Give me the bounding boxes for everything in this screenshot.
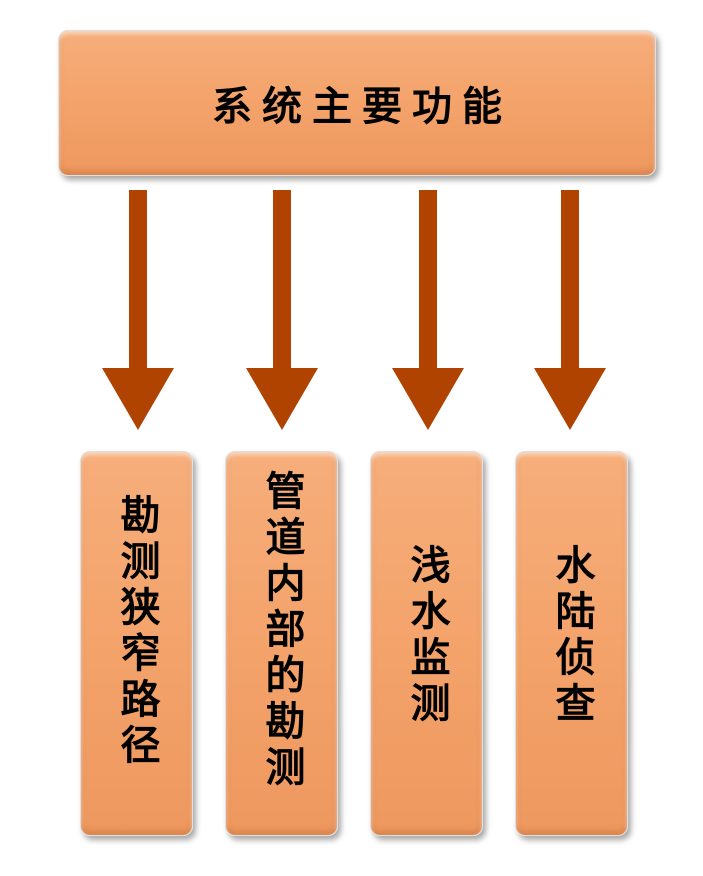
function-label-pipe-inspection: 管道内部的勘测: [258, 470, 305, 792]
function-box-narrow-path: 勘测狭窄路径: [80, 451, 193, 836]
function-box-pipe-inspection: 管道内部的勘测: [225, 451, 338, 836]
down-arrow-2: [246, 190, 318, 430]
function-label-amphibious-recon: 水陆侦查: [548, 544, 595, 728]
root-function-box: 系统主要功能: [58, 30, 656, 176]
root-function-label: 系统主要功能: [212, 84, 512, 130]
down-arrow-4: [534, 190, 606, 430]
function-box-amphibious-recon: 水陆侦查: [515, 451, 628, 836]
function-label-narrow-path: 勘测狭窄路径: [113, 494, 160, 770]
down-arrow-3: [392, 190, 464, 430]
down-arrow-1: [102, 190, 174, 430]
function-box-shallow-water: 浅水监测: [370, 451, 483, 836]
function-label-shallow-water: 浅水监测: [403, 544, 450, 728]
